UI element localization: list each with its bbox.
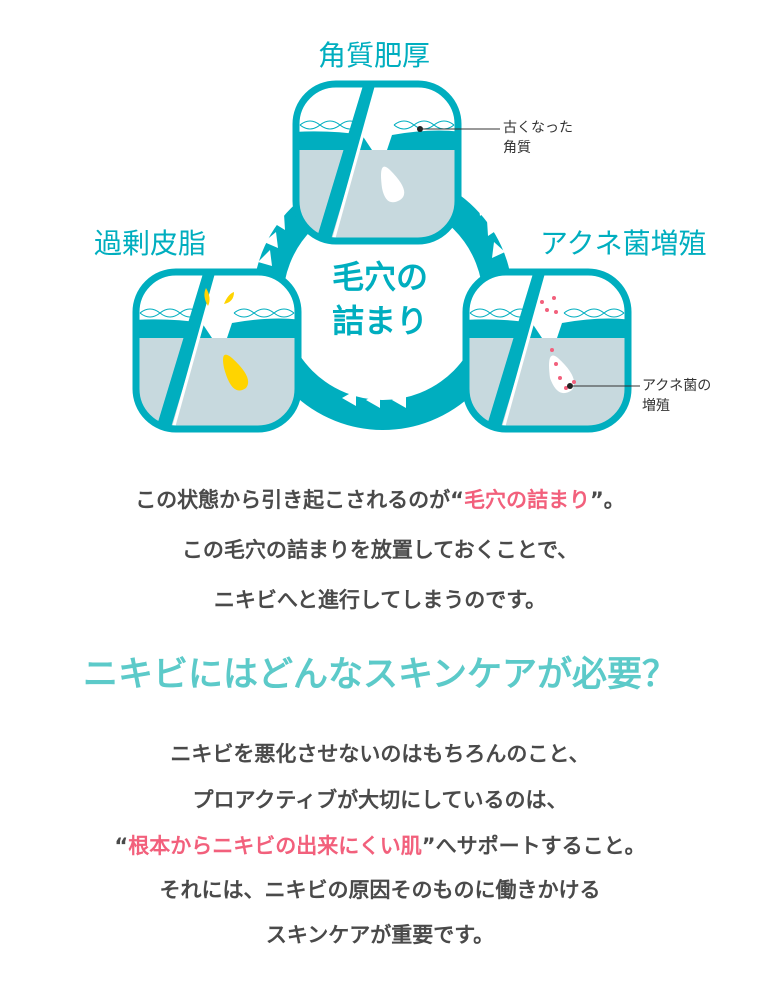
section-heading: ニキビにはどんなスキンケアが必要？ [83,655,677,695]
body-line-1: ニキビを悪化させないのはもちろんのこと、 [170,742,590,766]
label-excess-sebum: 過剰皮脂 [94,227,207,260]
body-line-5: スキンケアが重要です。 [265,923,495,947]
note-bacteria-growth: アクネ菌の 増殖 [642,376,711,416]
center-label: 毛穴の 詰まり [300,255,460,343]
text: この状態から引き起こされるのが“ [135,488,464,512]
center-line-1: 毛穴の [331,258,428,296]
body-line-3: “根本からニキビの出来にくい肌”へサポートすること。 [0,830,760,860]
label-acne-bacteria: アクネ菌増殖 [540,227,707,260]
text: “ [114,834,129,858]
body-line-2: プロアクティブが大切にしているのは、 [192,788,568,812]
highlight-text: 根本からニキビの出来にくい肌 [128,834,422,858]
label-keratin-thickening: 角質肥厚 [318,39,431,72]
intro-line-1: この状態から引き起こされるのが“毛穴の詰まり”。 [0,484,760,514]
panel-keratin [292,80,462,245]
note-old-keratin: 古くなった 角質 [503,118,573,158]
text: ”。 [590,488,625,512]
intro-line-2: この毛穴の詰まりを放置しておくことで、 [181,538,579,562]
center-line-2: 詰まり [331,302,428,340]
note-line: 増殖 [642,398,670,414]
acne-cycle-diagram: 角質肥厚 過剰皮脂 アクネ菌増殖 毛穴の 詰まり 古くなった 角質 アクネ菌の … [0,0,760,450]
body-line-4: それには、ニキビの原因そのものに働きかける [159,878,601,902]
text: ”へサポートすること。 [421,834,646,858]
highlight-text: 毛穴の詰まり [464,488,590,512]
intro-line-3: ニキビへと進行してしまうのです。 [213,588,547,612]
cycle-illustration [0,0,640,450]
note-line: アクネ菌の [642,378,712,394]
cycle-arrows [258,200,505,408]
note-line: 古くなった [503,120,573,136]
note-line: 角質 [503,140,531,156]
panel-bacteria [462,268,632,433]
panel-sebum [132,268,302,433]
